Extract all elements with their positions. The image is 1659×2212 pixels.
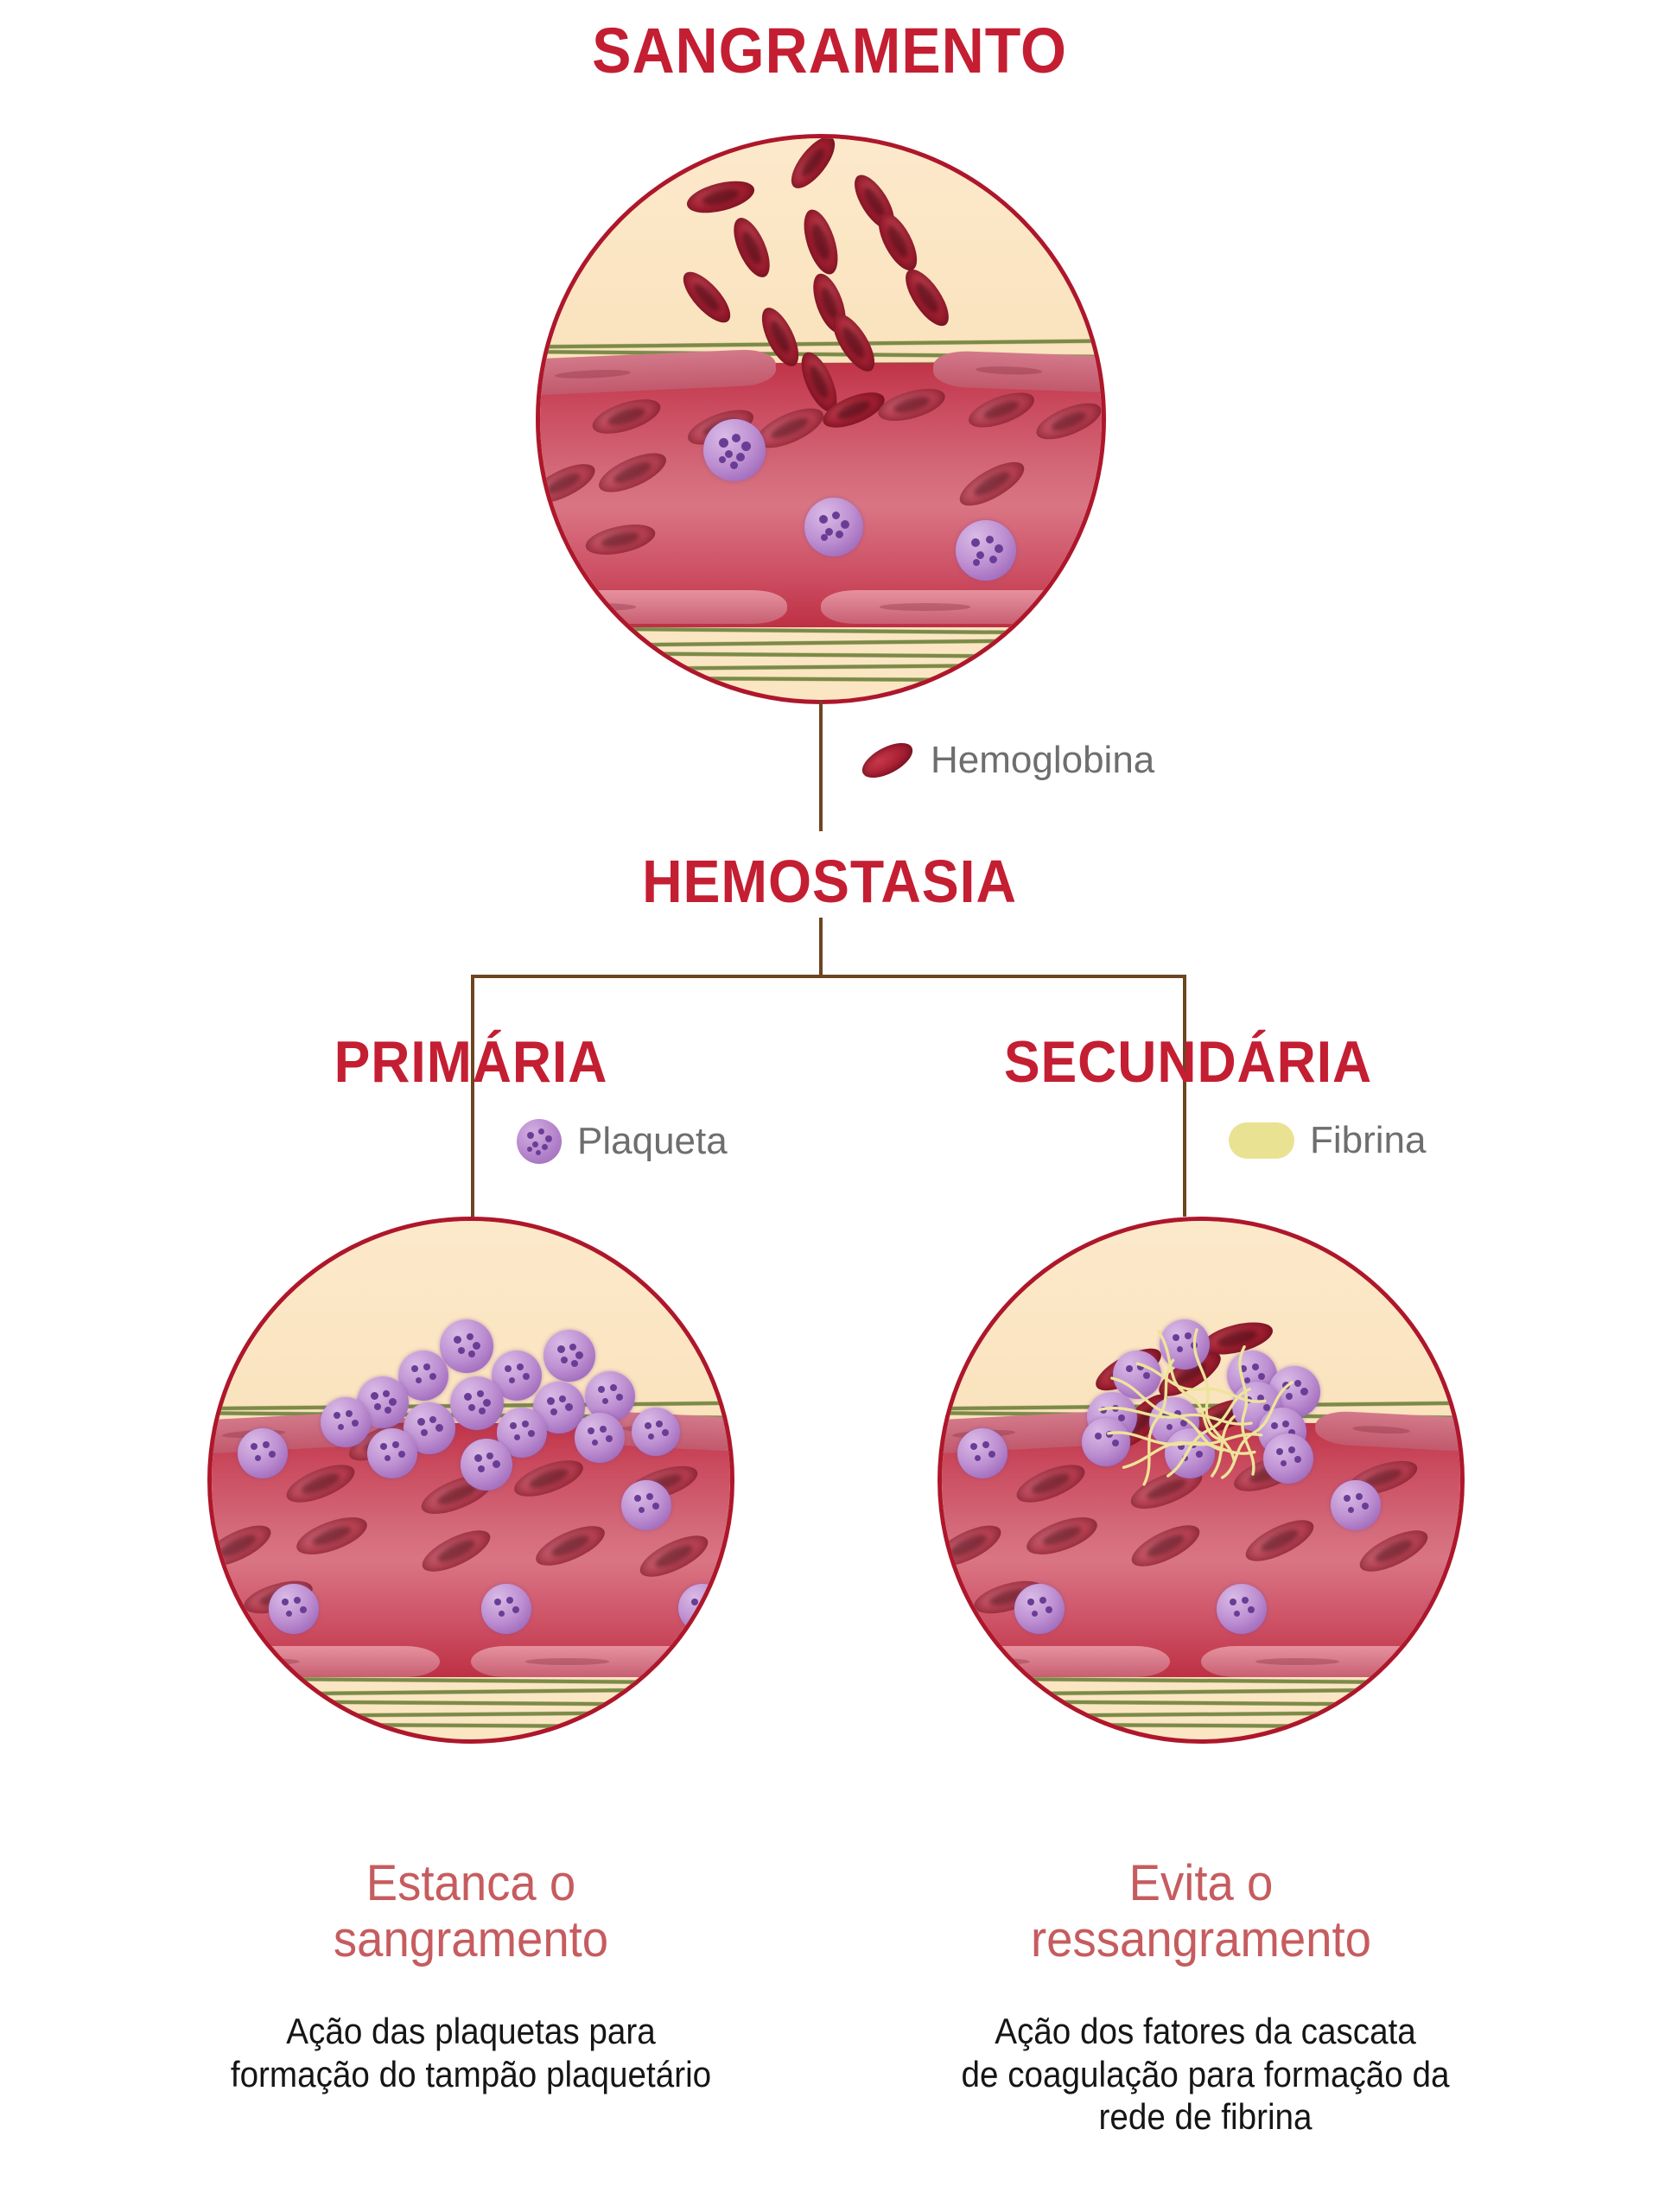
platelet bbox=[804, 498, 863, 556]
fibrin-icon bbox=[1229, 1122, 1294, 1159]
collagen-fibres-lower bbox=[540, 626, 1102, 701]
platelet bbox=[481, 1584, 531, 1634]
endothelium-bottom-left bbox=[212, 1646, 440, 1677]
platelet-icon bbox=[517, 1119, 562, 1164]
legend-fibrina: Fibrina bbox=[1229, 1119, 1427, 1162]
platelet bbox=[1082, 1418, 1130, 1466]
connector-line-left-branch bbox=[471, 975, 474, 1217]
section-title-hemostasia: HEMOSTASIA bbox=[642, 848, 1017, 915]
platelet bbox=[1113, 1351, 1161, 1399]
legend-hemoglobina-label: Hemoglobina bbox=[931, 739, 1155, 781]
platelet bbox=[702, 419, 766, 481]
collagen-fibres-lower bbox=[212, 1676, 730, 1739]
collagen-fibres-lower bbox=[942, 1676, 1460, 1739]
endothelium-bottom-right bbox=[821, 590, 1102, 625]
platelet bbox=[678, 1584, 727, 1632]
legend-fibrina-label: Fibrina bbox=[1310, 1119, 1427, 1161]
connector-line-hemostasia bbox=[819, 918, 823, 978]
platelet bbox=[321, 1397, 371, 1447]
platelet-plug-illustration bbox=[207, 1217, 734, 1744]
platelet bbox=[1217, 1584, 1267, 1634]
branch-title-primaria: PRIMÁRIA bbox=[334, 1029, 608, 1095]
platelet bbox=[269, 1584, 319, 1634]
bleeding-vessel-illustration bbox=[536, 134, 1106, 704]
platelet bbox=[461, 1439, 512, 1491]
page-title-sangramento: SANGRAMENTO bbox=[592, 15, 1067, 86]
endothelium-bottom-right bbox=[471, 1646, 730, 1677]
branch-title-secundaria: SECUNDÁRIA bbox=[1003, 1029, 1373, 1095]
platelet bbox=[238, 1428, 288, 1478]
platelet bbox=[1014, 1584, 1065, 1634]
platelet bbox=[1331, 1480, 1381, 1530]
platelet bbox=[367, 1428, 417, 1478]
endothelium-bottom-left bbox=[942, 1646, 1170, 1677]
platelet bbox=[575, 1413, 625, 1463]
legend-hemoglobina: Hemoglobina bbox=[856, 735, 1155, 785]
platelet bbox=[1424, 1594, 1460, 1643]
connector-line-right-branch bbox=[1183, 975, 1186, 1217]
platelet bbox=[440, 1319, 493, 1373]
endothelium-bottom-right bbox=[1201, 1646, 1460, 1677]
platelet bbox=[621, 1480, 671, 1530]
platelet bbox=[1160, 1319, 1210, 1370]
platelet bbox=[450, 1376, 504, 1430]
legend-plaqueta: Plaqueta bbox=[517, 1119, 728, 1164]
platelet bbox=[632, 1408, 680, 1456]
connector-line-horizontal bbox=[471, 975, 1186, 978]
platelet bbox=[543, 1330, 595, 1382]
red-blood-cell-icon bbox=[856, 735, 918, 785]
platelet bbox=[957, 1428, 1007, 1478]
connector-line-top bbox=[819, 702, 823, 831]
platelet bbox=[956, 520, 1016, 581]
platelet bbox=[1263, 1433, 1313, 1484]
endothelium-bottom-left bbox=[540, 590, 787, 625]
platelet bbox=[1165, 1428, 1215, 1478]
fibrin-clot-illustration bbox=[938, 1217, 1465, 1744]
legend-plaqueta-label: Plaqueta bbox=[577, 1120, 728, 1162]
